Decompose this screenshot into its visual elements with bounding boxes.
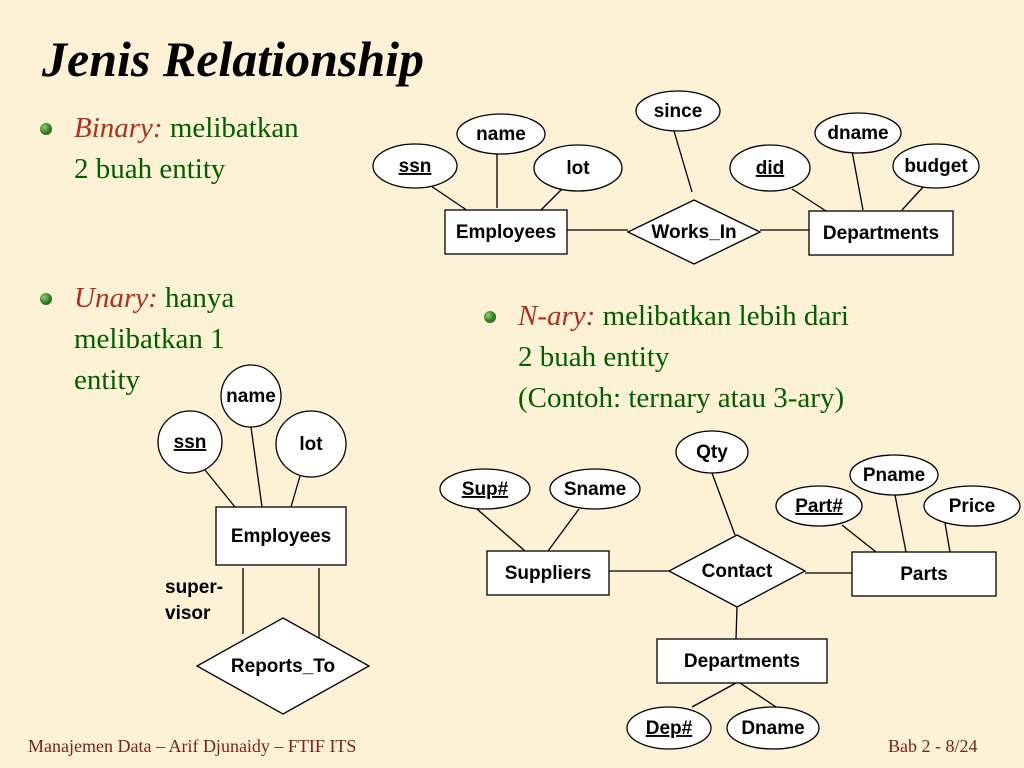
ternary-edge-attr-sup (476, 508, 526, 552)
bullet-binary-text-1: melibatkan (162, 112, 299, 144)
binary-attr-did-label: did (756, 158, 785, 179)
binary-attr-since-label: since (654, 101, 703, 122)
bullet-nary: N-ary: melibatkan lebih dari 2 buah enti… (484, 296, 849, 419)
binary-attr-dname-label: dname (827, 123, 888, 144)
binary-edge-attr-did (791, 188, 827, 212)
ternary-edge-attr-qty (711, 472, 736, 536)
ternary-attr-part-ellipse (775, 485, 863, 527)
binary-attr-budget-ellipse (892, 143, 980, 189)
bullet-nary-line-1: N-ary: melibatkan lebih dari (518, 296, 849, 337)
ternary-attr-sname-label: Sname (564, 479, 626, 500)
ternary-entity-departments-box (656, 638, 828, 684)
slide-title: Jenis Relationship (42, 31, 425, 87)
binary-attr-ssn-label: ssn (399, 156, 432, 177)
unary-attr-lot-ellipse (275, 410, 347, 478)
unary-entity-employees-label: Employees (231, 526, 331, 547)
bullet-unary-text-1: hanya (157, 282, 235, 314)
ternary-attr-qty-ellipse (675, 430, 749, 474)
ternary-attr-price-label: Price (949, 496, 995, 517)
ternary-edge-attr-part (841, 524, 877, 553)
footer-right: Bab 2 - 8/24 (888, 736, 978, 756)
ternary-attr-dname-ellipse (726, 706, 820, 750)
bullet-binary-line-1: Binary: melibatkan (74, 108, 299, 149)
binary-attr-ssn-ellipse (372, 143, 458, 189)
bullet-unary-text-2: melibatkan 1 (74, 323, 225, 355)
bullet-unary-term: Unary: (74, 282, 158, 314)
binary-attr-budget-label: budget (904, 156, 968, 177)
ternary-attr-dname-label: Dname (741, 718, 804, 739)
bullet-nary-text-1: melibatkan lebih dari (595, 300, 849, 332)
ternary-attr-part-label: Part# (795, 496, 843, 517)
binary-entity-departments-label: Departments (823, 223, 939, 244)
binary-edge-attr-since (673, 130, 693, 193)
ternary-attr-sup-label: Sup# (462, 479, 509, 500)
binary-attr-since-ellipse (635, 90, 721, 132)
ternary-relationship-contact-label: Contact (702, 561, 773, 582)
bullet-dot-icon (40, 123, 52, 135)
ternary-attr-price-ellipse (923, 485, 1021, 527)
bullet-nary-term: N-ary: (518, 300, 596, 332)
bullet-nary-text-2: 2 buah entity (518, 341, 670, 373)
unary-attr-ssn-ellipse (157, 410, 223, 474)
binary-edge-attr-ssn (430, 185, 469, 212)
bullet-nary-text-3: (Contoh: ternary atau 3-ary) (518, 382, 845, 414)
unary-edge-attr-ssn (204, 469, 236, 508)
unary-role-label-1: super- (165, 577, 223, 598)
unary-edge-attr-name (250, 426, 263, 508)
ternary-entity-suppliers-box (486, 550, 610, 596)
binary-relationship-works-in-label: Works_In (651, 222, 736, 243)
unary-attr-name-label: name (226, 386, 276, 407)
binary-entity-employees-label: Employees (456, 222, 556, 243)
ternary-entity-parts-box (851, 551, 997, 597)
binary-edge-attr-dname (851, 150, 864, 211)
ternary-relationship-contact-diamond (667, 534, 807, 608)
unary-relationship-reports-to-diamond (195, 617, 371, 715)
ternary-edge-attr-price (944, 522, 951, 553)
unary-attr-name-ellipse (220, 364, 282, 428)
unary-entity-employees-box (215, 506, 347, 566)
unary-attr-ssn-label: ssn (174, 432, 207, 453)
ternary-attr-qty-label: Qty (696, 442, 728, 463)
binary-edge-attr-budget (901, 185, 925, 211)
bullet-binary-term: Binary: (74, 112, 163, 144)
binary-attr-lot-label: lot (566, 158, 590, 179)
unary-attr-lot-label: lot (299, 434, 323, 455)
binary-attr-dname-ellipse (814, 112, 902, 154)
ternary-entity-departments-label: Departments (684, 651, 800, 672)
binary-entity-departments-box (808, 210, 954, 256)
bullet-binary: Binary: melibatkan 2 buah entity (40, 108, 299, 190)
ternary-attr-pname-label: Pname (863, 465, 925, 486)
bullet-unary: Unary: hanya melibatkan 1 entity (40, 278, 234, 401)
binary-attr-did-ellipse (729, 144, 811, 192)
binary-attr-name-ellipse (456, 113, 546, 155)
ternary-attr-sup-ellipse (439, 468, 531, 510)
footer-left: Manajemen Data – Arif Djunaidy – FTIF IT… (28, 736, 357, 756)
unary-edge-attr-lot (290, 475, 301, 508)
ternary-attr-sname-ellipse (549, 468, 641, 510)
binary-entity-employees-box (444, 209, 568, 255)
ternary-edge-attr-dname (739, 682, 777, 708)
bullet-unary-line-1: Unary: hanya (74, 278, 234, 319)
bullet-dot-icon (484, 311, 496, 323)
unary-relationship-reports-to-label: Reports_To (231, 656, 335, 677)
binary-edge-attr-lot (540, 188, 563, 211)
binary-relationship-works-in-diamond (626, 199, 762, 265)
ternary-attr-pname-ellipse (849, 454, 939, 496)
ternary-entity-suppliers-label: Suppliers (505, 563, 592, 584)
binary-attr-lot-ellipse (533, 144, 623, 192)
unary-role-label-2: visor (165, 603, 211, 624)
ternary-entity-parts-label: Parts (900, 564, 948, 585)
binary-attr-name-label: name (476, 124, 526, 145)
ternary-edge-attr-pname (894, 494, 907, 553)
bullet-unary-text-3: entity (74, 364, 141, 396)
ternary-edge-attr-dep (691, 682, 737, 708)
bullet-dot-icon (40, 293, 52, 305)
ternary-attr-dep-label: Dep# (646, 718, 693, 739)
ternary-attr-dep-ellipse (626, 706, 712, 750)
ternary-edge-attr-sname (547, 508, 580, 552)
bullet-binary-text-2: 2 buah entity (74, 153, 226, 185)
ternary-edge-contact-departments (735, 606, 738, 640)
